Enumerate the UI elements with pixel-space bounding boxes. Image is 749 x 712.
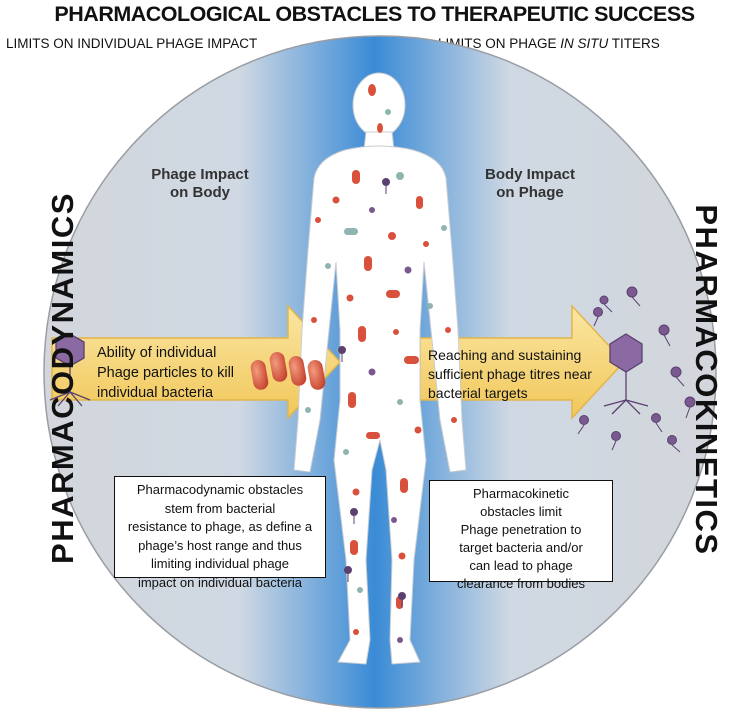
box-right-line: target bacteria and/or xyxy=(459,540,583,555)
box-left-line: limiting individual phage xyxy=(150,556,290,571)
arrow-right-line: Reaching and sustaining xyxy=(428,347,582,363)
body-particles xyxy=(305,84,457,643)
header-left-line-2: on Body xyxy=(170,184,230,201)
box-right-line: clearance from bodies xyxy=(457,576,585,591)
arrow-right-line: sufficient phage titres near xyxy=(428,366,592,382)
box-right-line: Phage penetration to xyxy=(460,522,582,537)
pharmacokinetics-description-box: Pharmacokinetic obstacles limit Phage pe… xyxy=(429,480,613,591)
header-body-impact-on-phage: Body Impact on Phage xyxy=(465,166,595,202)
subtitle-left: LIMITS ON INDIVIDUAL PHAGE IMPACT xyxy=(6,36,258,51)
arrow-left-text: Ability of individual Phage particles to… xyxy=(97,343,287,403)
box-right-line: can lead to phage xyxy=(469,558,573,573)
arrow-left-line: Phage particles to kill xyxy=(97,365,235,381)
box-left-line: Pharmacodynamic obstacles xyxy=(136,482,304,497)
box-left-line: phage’s host range and thus xyxy=(138,537,302,553)
box-right-line: Pharmacokinetic xyxy=(472,486,570,501)
subtitle-right-suffix: TITERS xyxy=(608,36,660,51)
side-label-pharmacodynamics: PHARMACODYNAMICS xyxy=(45,192,80,564)
box-left-line: stem from bacterial xyxy=(164,500,276,516)
arrow-left-line: individual bacteria xyxy=(97,385,214,401)
header-left-line-1: Phage Impact xyxy=(151,166,249,183)
bacteriophage-icon xyxy=(49,333,91,407)
bacteriophage-icon-right xyxy=(603,333,649,415)
arrow-left-line: Ability of individual xyxy=(97,345,217,361)
header-right-line-1: Body Impact xyxy=(484,166,575,183)
phage-swarm-icons xyxy=(577,286,696,453)
subtitle-right-italic: IN SITU xyxy=(560,36,609,51)
bacteria-rod-icon xyxy=(250,352,326,390)
body-phage-icons xyxy=(338,178,406,608)
box-left-line: impact on individual bacteria xyxy=(137,574,303,590)
header-phage-impact-on-body: Phage Impact on Body xyxy=(140,166,260,202)
box-left-line: resistance to phage, as define a xyxy=(127,519,313,534)
pharmacodynamics-description-box: Pharmacodynamic obstacles stem from bact… xyxy=(114,476,326,590)
page-title: PHARMACOLOGICAL OBSTACLES TO THERAPEUTIC… xyxy=(54,2,695,26)
arrow-right-line: bacterial targets xyxy=(428,385,528,401)
box-right-line: obstacles limit xyxy=(480,504,562,519)
side-label-pharmacokinetics: PHARMACOKINETICS xyxy=(689,204,724,556)
arrow-right-text: Reaching and sustaining sufficient phage… xyxy=(428,346,608,403)
header-right-line-2: on Phage xyxy=(496,184,564,201)
human-body-silhouette xyxy=(293,72,467,665)
